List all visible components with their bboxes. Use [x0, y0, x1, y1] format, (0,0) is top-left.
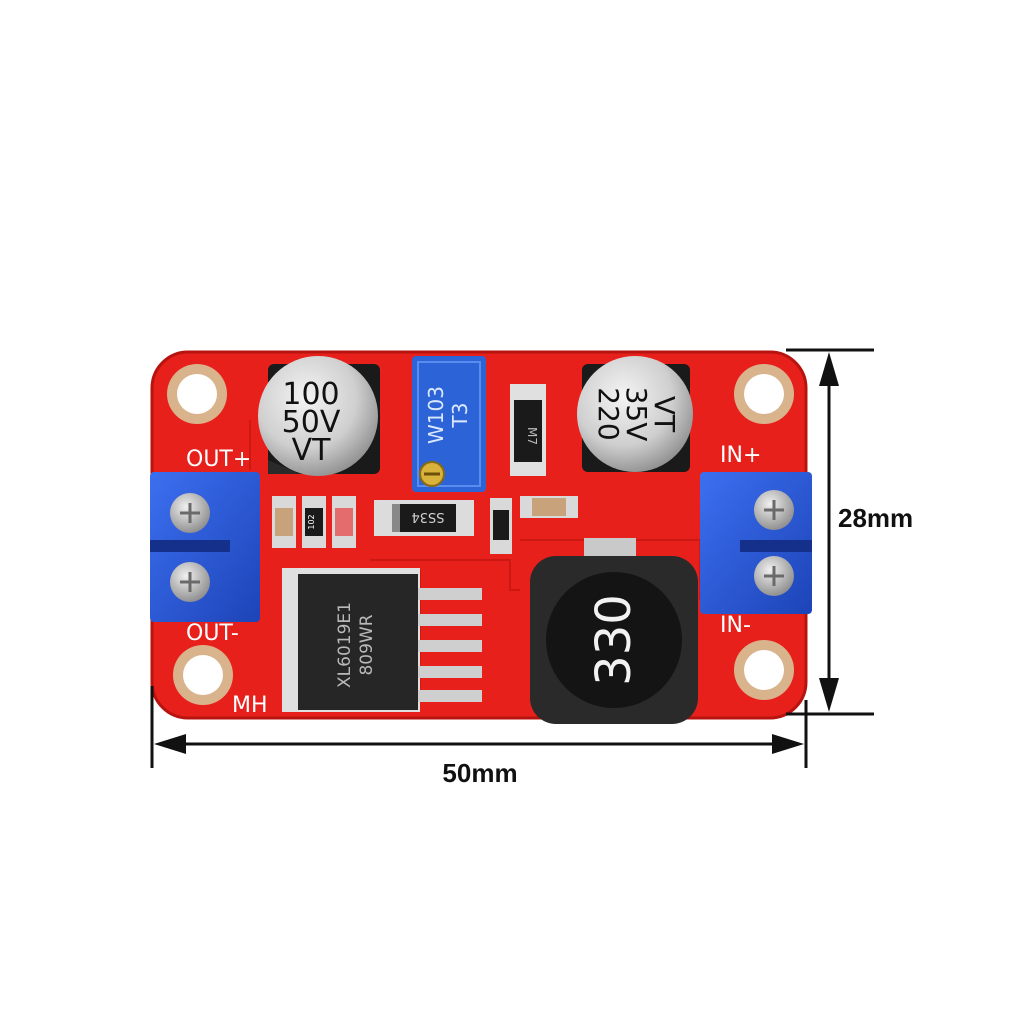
silk-mh: MH — [232, 693, 268, 718]
diode-label: SS34 — [411, 509, 444, 524]
mounting-hole — [734, 364, 794, 424]
smd-diode-m7: M7 — [510, 384, 546, 476]
capacitor-right-line2: 35V — [620, 387, 653, 442]
smd-capacitor — [520, 496, 578, 518]
mounting-hole — [173, 645, 233, 705]
silk-out-plus: OUT+ — [186, 447, 251, 472]
height-dimension — [786, 348, 874, 716]
schottky-diode: SS34 — [374, 500, 474, 536]
capacitor-left-line1: 100 — [282, 377, 339, 412]
inductor-label: 330 — [586, 594, 642, 686]
converter-ic: XL6019E1 809WR — [282, 568, 482, 712]
capacitor-220uf: VT 35V 220 — [577, 356, 693, 472]
ic-line2: 809WR — [357, 614, 377, 675]
capacitor-right-line3: 220 — [592, 387, 625, 440]
smd-resistor-label: 102 — [307, 514, 316, 529]
height-dimension-label: 28mm — [838, 503, 914, 533]
power-inductor: 330 — [530, 538, 698, 724]
capacitor-left-line2: 50V — [282, 405, 341, 440]
mounting-hole — [734, 640, 794, 700]
width-dimension-label: 50mm — [442, 758, 518, 788]
capacitor-right-line1: VT — [648, 396, 681, 433]
silk-in-plus: IN+ — [720, 443, 761, 468]
potentiometer-line2: T3 — [448, 403, 472, 429]
potentiometer-line1: W103 — [424, 386, 448, 444]
capacitor-left-line3: VT — [292, 433, 332, 468]
smd-resistor — [272, 496, 296, 548]
width-dimension — [150, 686, 808, 768]
silk-in-minus: IN- — [720, 613, 751, 638]
capacitor-100uf: 100 50V VT — [258, 356, 380, 476]
smd-resistor — [490, 498, 512, 554]
mounting-hole — [167, 364, 227, 424]
smd-resistor-102: 102 — [302, 496, 326, 548]
output-terminal-block — [150, 472, 260, 622]
input-terminal-block — [700, 472, 812, 614]
silk-out-minus: OUT- — [186, 621, 239, 646]
potentiometer: W103 T3 — [412, 356, 486, 492]
smd-diode-label: M7 — [525, 427, 539, 445]
ic-line1: XL6019E1 — [335, 602, 355, 688]
smd-led — [332, 496, 356, 548]
